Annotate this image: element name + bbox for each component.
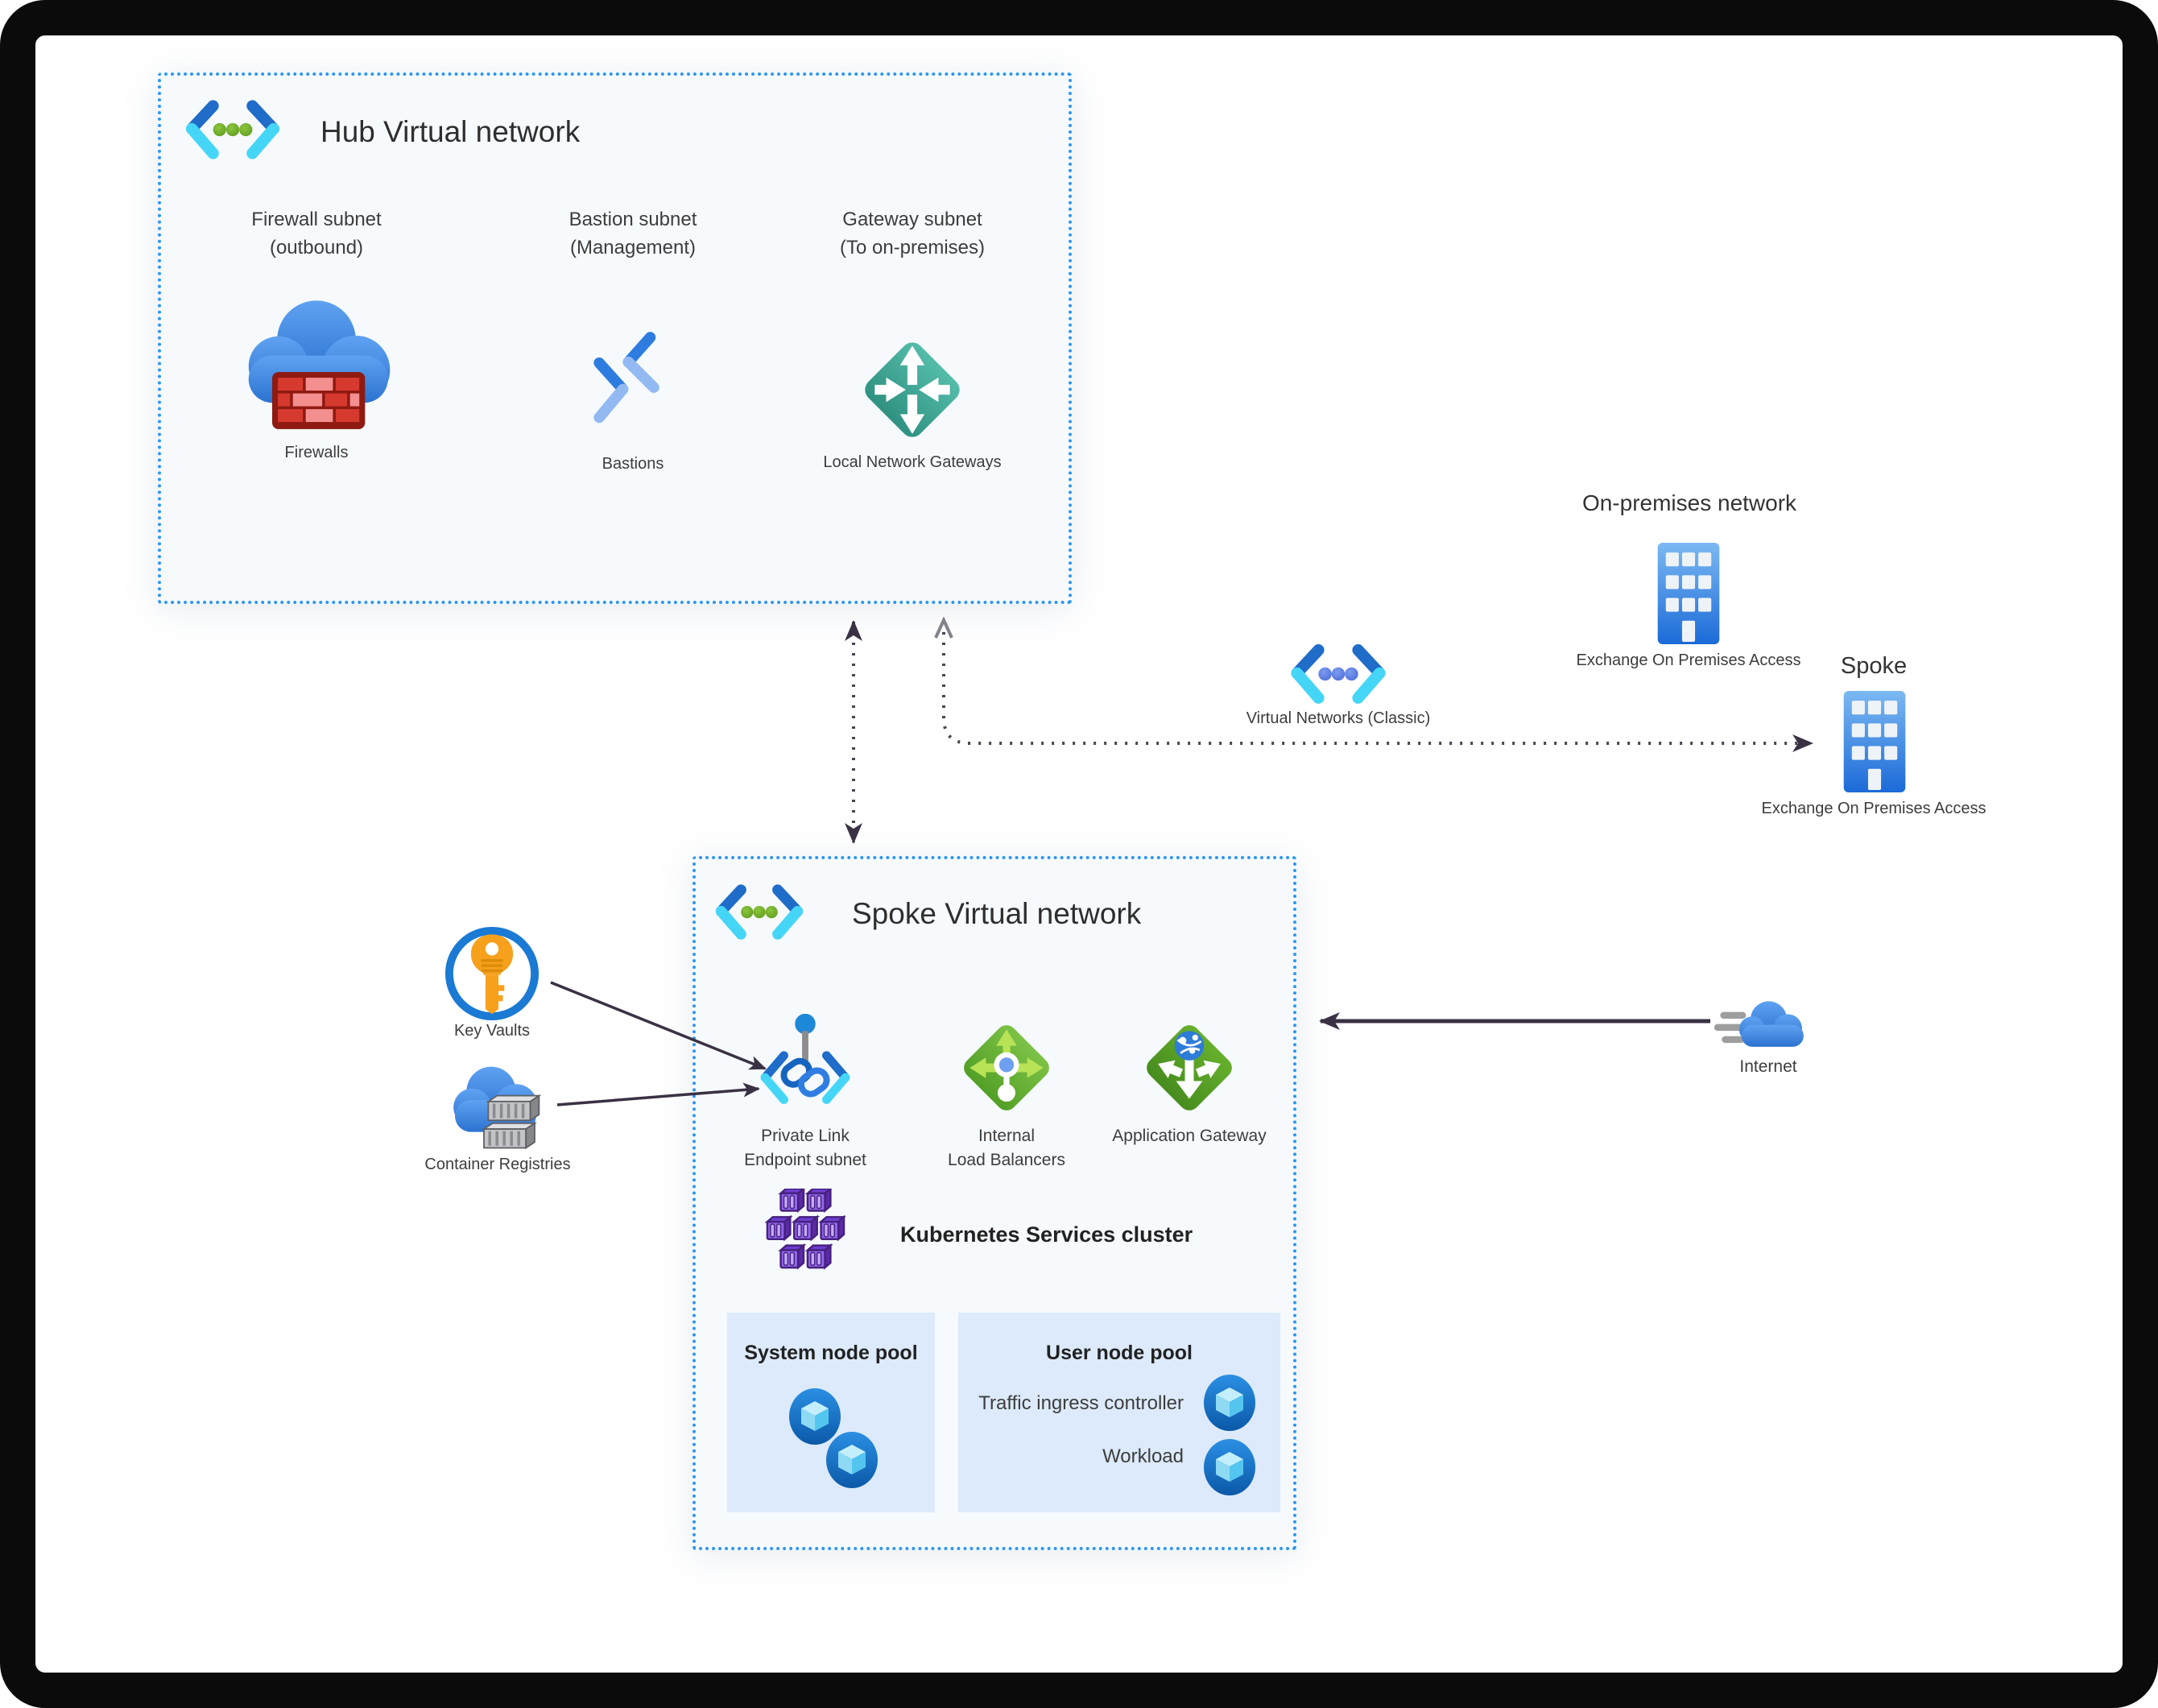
- internal-load-balancers-label: Internal Load Balancers: [948, 1127, 1065, 1170]
- spoke-title: Spoke Virtual network: [852, 897, 1142, 930]
- local-network-gateways-icon: [855, 333, 969, 447]
- hub-title: Hub Virtual network: [320, 115, 581, 148]
- workload-pod-icon: [1202, 1437, 1257, 1497]
- gateway-subnet-label: Gateway subnet (To on-premises): [839, 209, 986, 258]
- ingress-pod-icon: [1202, 1373, 1257, 1433]
- bastion-subnet-label: Bastion subnet (Management): [568, 209, 697, 258]
- virtual-networks-classic-label: Virtual Networks (Classic): [1246, 709, 1431, 727]
- firewalls-label: Firewalls: [284, 444, 349, 461]
- firewalls-icon: [234, 283, 399, 435]
- onprem-building-label: Exchange On Premises Access: [1576, 651, 1801, 669]
- system-pod-icon: [825, 1430, 879, 1490]
- spoke-building-icon: [1843, 691, 1906, 792]
- application-gateway-label: Application Gateway: [1112, 1127, 1267, 1145]
- private-link-label: Private Link Endpoint subnet: [744, 1127, 866, 1170]
- workload-label: Workload: [1102, 1445, 1184, 1467]
- container-registries-icon: [448, 1055, 549, 1153]
- onprem-network-title: On-premises network: [1581, 490, 1797, 515]
- container-registries-label: Container Registries: [424, 1156, 571, 1173]
- spoke-building-label: Exchange On Premises Access: [1761, 800, 1986, 817]
- onprem-building-icon: [1657, 543, 1720, 644]
- kubernetes-cluster-label: Kubernetes Services cluster: [900, 1222, 1193, 1247]
- spoke-site-title: Spoke: [1840, 653, 1908, 679]
- virtual-networks-classic-icon: [1287, 643, 1390, 708]
- application-gateway-icon: [1138, 1016, 1241, 1119]
- key-vaults-icon: [441, 923, 543, 1024]
- firewall-subnet-label: Firewall subnet (outbound): [251, 209, 382, 258]
- user-node-pool-title: User node pool: [1046, 1342, 1193, 1364]
- internal-load-balancers-icon: [955, 1016, 1058, 1119]
- key-vaults-label: Key Vaults: [453, 1022, 531, 1040]
- kubernetes-cluster-icon: [763, 1189, 845, 1272]
- hub-vnet-icon: [184, 99, 282, 163]
- bastions-icon: [586, 324, 680, 449]
- bastions-label: Bastions: [602, 455, 664, 473]
- internet-icon: [1714, 994, 1813, 1058]
- system-node-pool-title: System node pool: [744, 1342, 918, 1364]
- traffic-ingress-controller-label: Traffic ingress controller: [978, 1392, 1184, 1414]
- local-network-gateways-label: Local Network Gateways: [823, 453, 1002, 471]
- spoke-vnet-icon: [713, 883, 805, 944]
- private-link-endpoint-icon: [754, 1007, 857, 1121]
- internet-label: Internet: [1739, 1057, 1797, 1076]
